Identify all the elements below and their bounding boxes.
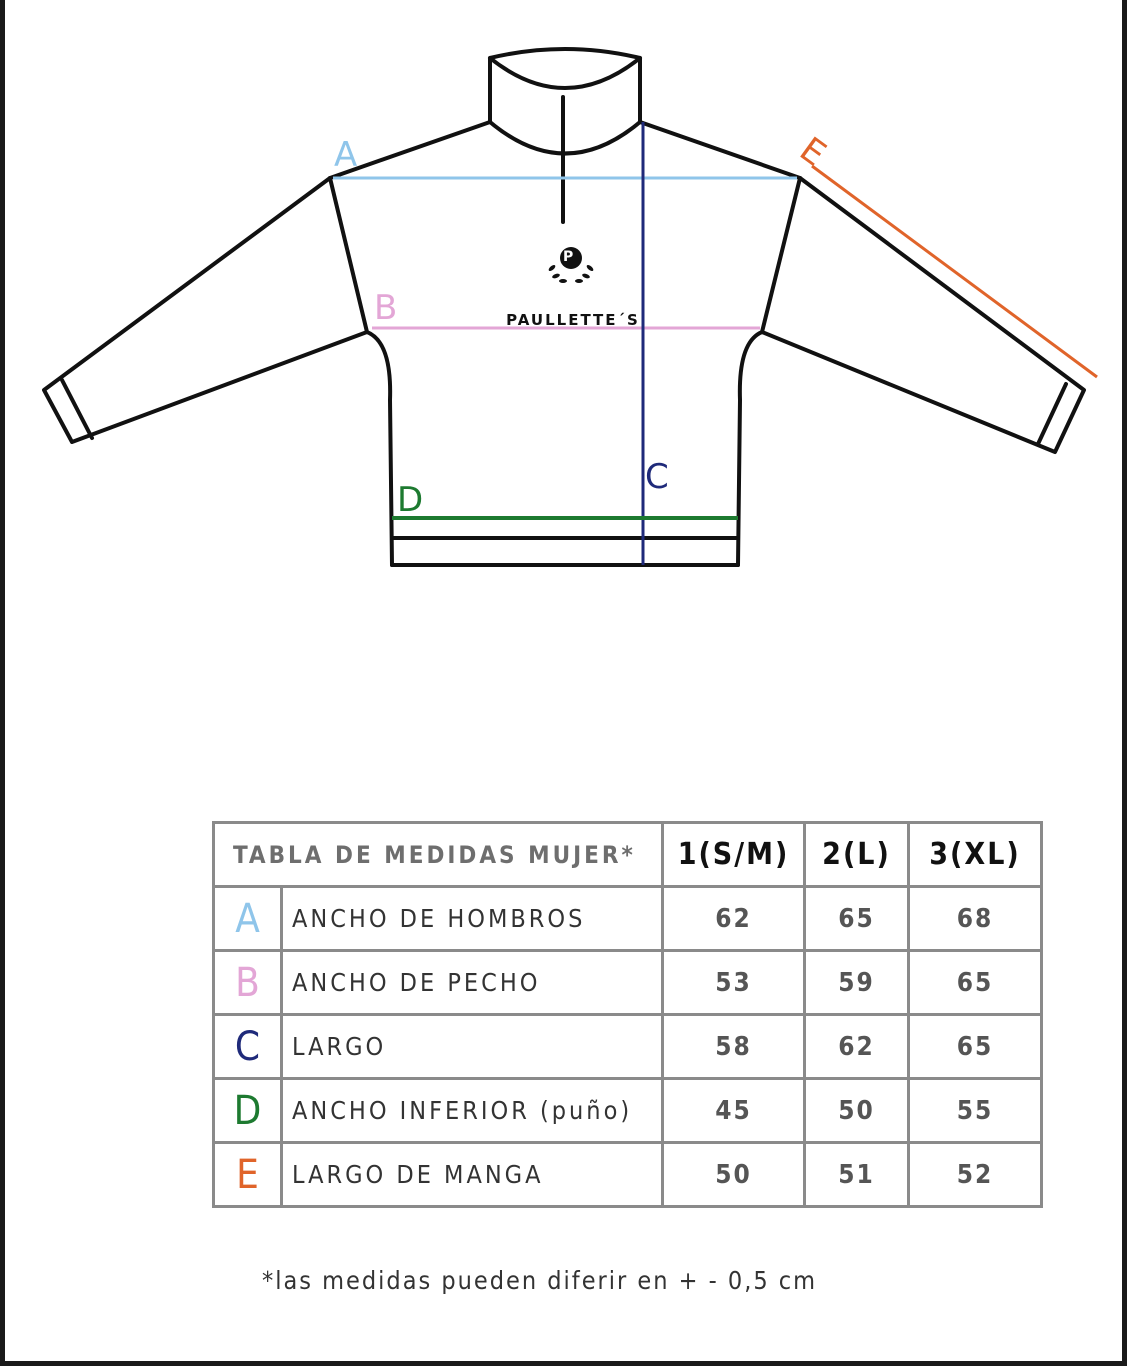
row-value: 59: [803, 949, 910, 1016]
left-sleeve: [42, 120, 492, 444]
row-letter: A: [212, 885, 283, 952]
row-letter: B: [212, 949, 283, 1016]
label-a: A: [334, 135, 358, 175]
table-row: C LARGO 58 62 65: [212, 1013, 1043, 1080]
left-cuff-line: [60, 378, 94, 440]
left-side: [328, 176, 394, 567]
logo-letter: P: [563, 249, 574, 265]
table-title: TABLA DE MEDIDAS MUJER*: [212, 821, 664, 888]
row-value: 68: [907, 885, 1043, 952]
row-value: 51: [803, 1141, 910, 1208]
row-label: ANCHO DE PECHO: [280, 949, 664, 1016]
row-value: 65: [803, 885, 910, 952]
row-letter: E: [212, 1141, 283, 1208]
logo-laurel: [548, 247, 594, 283]
size-header-3: 3(XL): [907, 821, 1043, 888]
row-letter: D: [212, 1077, 283, 1144]
row-value: 45: [661, 1077, 806, 1144]
size-header-2: 2(L): [803, 821, 910, 888]
label-c: C: [645, 457, 669, 497]
footnote: *las medidas pueden diferir en + - 0,5 c…: [262, 1266, 818, 1295]
row-label: LARGO DE MANGA: [280, 1141, 664, 1208]
right-sleeve: [638, 120, 1086, 454]
jacket-diagram: [42, 47, 1098, 567]
size-table: TABLA DE MEDIDAS MUJER* 1(S/M) 2(L) 3(XL…: [212, 821, 1043, 1208]
row-value: 65: [907, 949, 1043, 1016]
row-value: 53: [661, 949, 806, 1016]
row-label: ANCHO DE HOMBROS: [280, 885, 664, 952]
row-value: 52: [907, 1141, 1043, 1208]
table-row: A ANCHO DE HOMBROS 62 65 68: [212, 885, 1043, 952]
right-cuff-line: [1036, 382, 1068, 446]
table-header-row: TABLA DE MEDIDAS MUJER* 1(S/M) 2(L) 3(XL…: [212, 821, 1043, 888]
table-row: B ANCHO DE PECHO 53 59 65: [212, 949, 1043, 1016]
table-row: D ANCHO INFERIOR (puño) 45 50 55: [212, 1077, 1043, 1144]
row-letter: C: [212, 1013, 283, 1080]
row-label: LARGO: [280, 1013, 664, 1080]
row-value: 55: [907, 1077, 1043, 1144]
row-label: ANCHO INFERIOR (puño): [280, 1077, 664, 1144]
row-value: 65: [907, 1013, 1043, 1080]
table-row: E LARGO DE MANGA 50 51 52: [212, 1141, 1043, 1208]
collar-inner: [488, 56, 642, 90]
row-value: 50: [661, 1141, 806, 1208]
size-header-1: 1(S/M): [661, 821, 806, 888]
row-value: 62: [661, 885, 806, 952]
label-d: D: [397, 480, 424, 520]
brand-text: PAULLETTE´S: [506, 311, 640, 329]
row-value: 58: [661, 1013, 806, 1080]
row-value: 62: [803, 1013, 910, 1080]
right-side: [736, 176, 802, 567]
row-value: 50: [803, 1077, 910, 1144]
measure-line-e: [811, 164, 1098, 379]
label-b: B: [374, 288, 398, 328]
